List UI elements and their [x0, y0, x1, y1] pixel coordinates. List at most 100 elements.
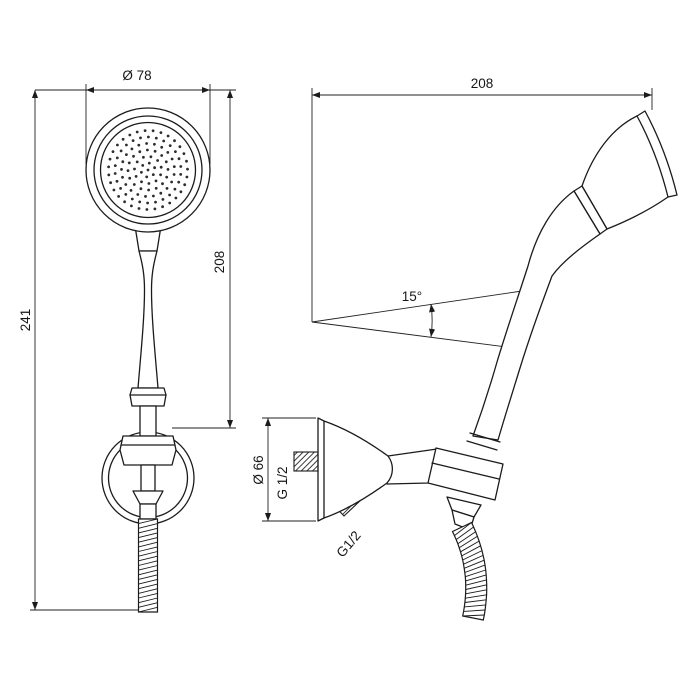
- head-bell-side: [581, 110, 678, 230]
- spray-dot: [129, 189, 133, 192]
- dim-label-flange-diameter: Ø 66: [251, 455, 266, 484]
- hose-rib: [138, 546, 158, 552]
- spray-dot: [140, 170, 143, 174]
- hose-rib: [138, 565, 158, 571]
- hose-rib: [460, 540, 480, 553]
- spray-dot: [183, 183, 187, 187]
- spray-dot: [128, 133, 132, 137]
- spray-dot: [168, 201, 172, 205]
- holder-cup: [427, 447, 504, 501]
- hose-rib: [454, 522, 472, 536]
- spray-dot: [135, 160, 139, 164]
- hose-rib: [455, 526, 474, 540]
- spray-dot: [153, 207, 157, 211]
- hose-rib: [138, 551, 158, 557]
- spray-dot: [107, 165, 110, 169]
- spray-dot: [166, 151, 170, 154]
- spray-dot: [119, 187, 122, 190]
- spray-dot: [112, 188, 116, 192]
- spray-dot: [117, 195, 120, 198]
- spray-dot: [161, 205, 165, 209]
- angle-line: [311, 290, 523, 323]
- spray-dot: [174, 150, 177, 154]
- label-inlet-thread: G 1/2: [275, 466, 290, 499]
- spray-dot: [130, 197, 134, 201]
- head-ring: [93, 115, 203, 225]
- spray-dot: [151, 173, 155, 177]
- hose-rib: [457, 531, 476, 545]
- spray-dot: [121, 175, 124, 179]
- spray-dot: [125, 153, 128, 157]
- spray-dot: [159, 165, 163, 169]
- hose-rib: [138, 574, 158, 580]
- handle-front: [137, 250, 159, 389]
- spray-dot: [172, 173, 176, 176]
- hose-rib: [465, 579, 487, 586]
- spray-dot: [168, 144, 172, 148]
- spray-dot: [113, 172, 117, 175]
- hose-rib: [138, 569, 158, 576]
- hose-rib: [462, 550, 483, 561]
- spray-dot: [142, 155, 145, 159]
- spray-dot: [166, 134, 170, 138]
- front-view-dimensions: [30, 84, 236, 611]
- hose-rib: [138, 592, 158, 599]
- spray-dot: [144, 195, 147, 198]
- spray-dot: [159, 191, 163, 195]
- spray-dot: [177, 157, 181, 161]
- spray-dot: [108, 157, 112, 161]
- spray-dot: [147, 135, 150, 139]
- spray-dot: [185, 175, 189, 179]
- side-shower-assembly: [293, 110, 678, 621]
- spray-dot: [162, 139, 166, 143]
- spray-dot: [153, 142, 156, 146]
- spray-dot: [147, 182, 151, 185]
- spray-dot: [168, 193, 172, 197]
- angle-reference-line: [311, 321, 523, 350]
- edge-line: [469, 432, 501, 443]
- spray-plate: [99, 121, 197, 219]
- hose-nut-front: [139, 503, 157, 520]
- dim-label-angle: 15°: [402, 289, 422, 304]
- handle-collar: [129, 387, 167, 407]
- spray-dot: [166, 168, 170, 171]
- hose-rib: [464, 559, 485, 569]
- spray-dot: [186, 167, 189, 171]
- hose-rib: [138, 518, 158, 525]
- front-shower-assembly: [85, 107, 211, 613]
- spray-dot: [115, 179, 119, 183]
- hose-rib: [138, 527, 158, 534]
- spray-dot: [174, 196, 178, 200]
- spray-dot: [173, 139, 176, 143]
- hose-outline: [137, 518, 159, 613]
- spray-dot: [109, 181, 112, 185]
- spray-dot: [182, 152, 186, 156]
- spray-dot: [154, 186, 158, 190]
- hose-rib: [465, 569, 486, 578]
- spray-dot: [170, 157, 174, 161]
- hose-rib: [463, 554, 484, 565]
- spray-dot: [137, 207, 141, 210]
- hose-rib: [138, 541, 158, 548]
- label-outlet-thread: G1/2: [333, 528, 363, 560]
- hose-rib: [138, 532, 158, 539]
- side-view-dimensions: [262, 88, 653, 522]
- spray-dot: [147, 188, 151, 192]
- spray-dot: [170, 180, 174, 184]
- dim-label-head-diameter: Ø 78: [122, 68, 151, 83]
- spray-dot: [178, 145, 182, 149]
- hose-rib: [138, 588, 158, 594]
- spray-dot: [152, 194, 155, 198]
- spray-dot: [145, 142, 149, 145]
- dim-label-head-to-holder: 208: [212, 251, 227, 274]
- spray-dot: [139, 136, 142, 140]
- hose-rib: [464, 599, 487, 603]
- head-rim-inner: [636, 115, 669, 198]
- spray-face-dots: [107, 129, 189, 211]
- spray-dot: [127, 161, 131, 165]
- front-hose: [137, 518, 159, 613]
- spray-dot: [172, 165, 176, 169]
- spray-dot: [146, 201, 150, 205]
- dim-label-wall-distance: 208: [471, 76, 494, 91]
